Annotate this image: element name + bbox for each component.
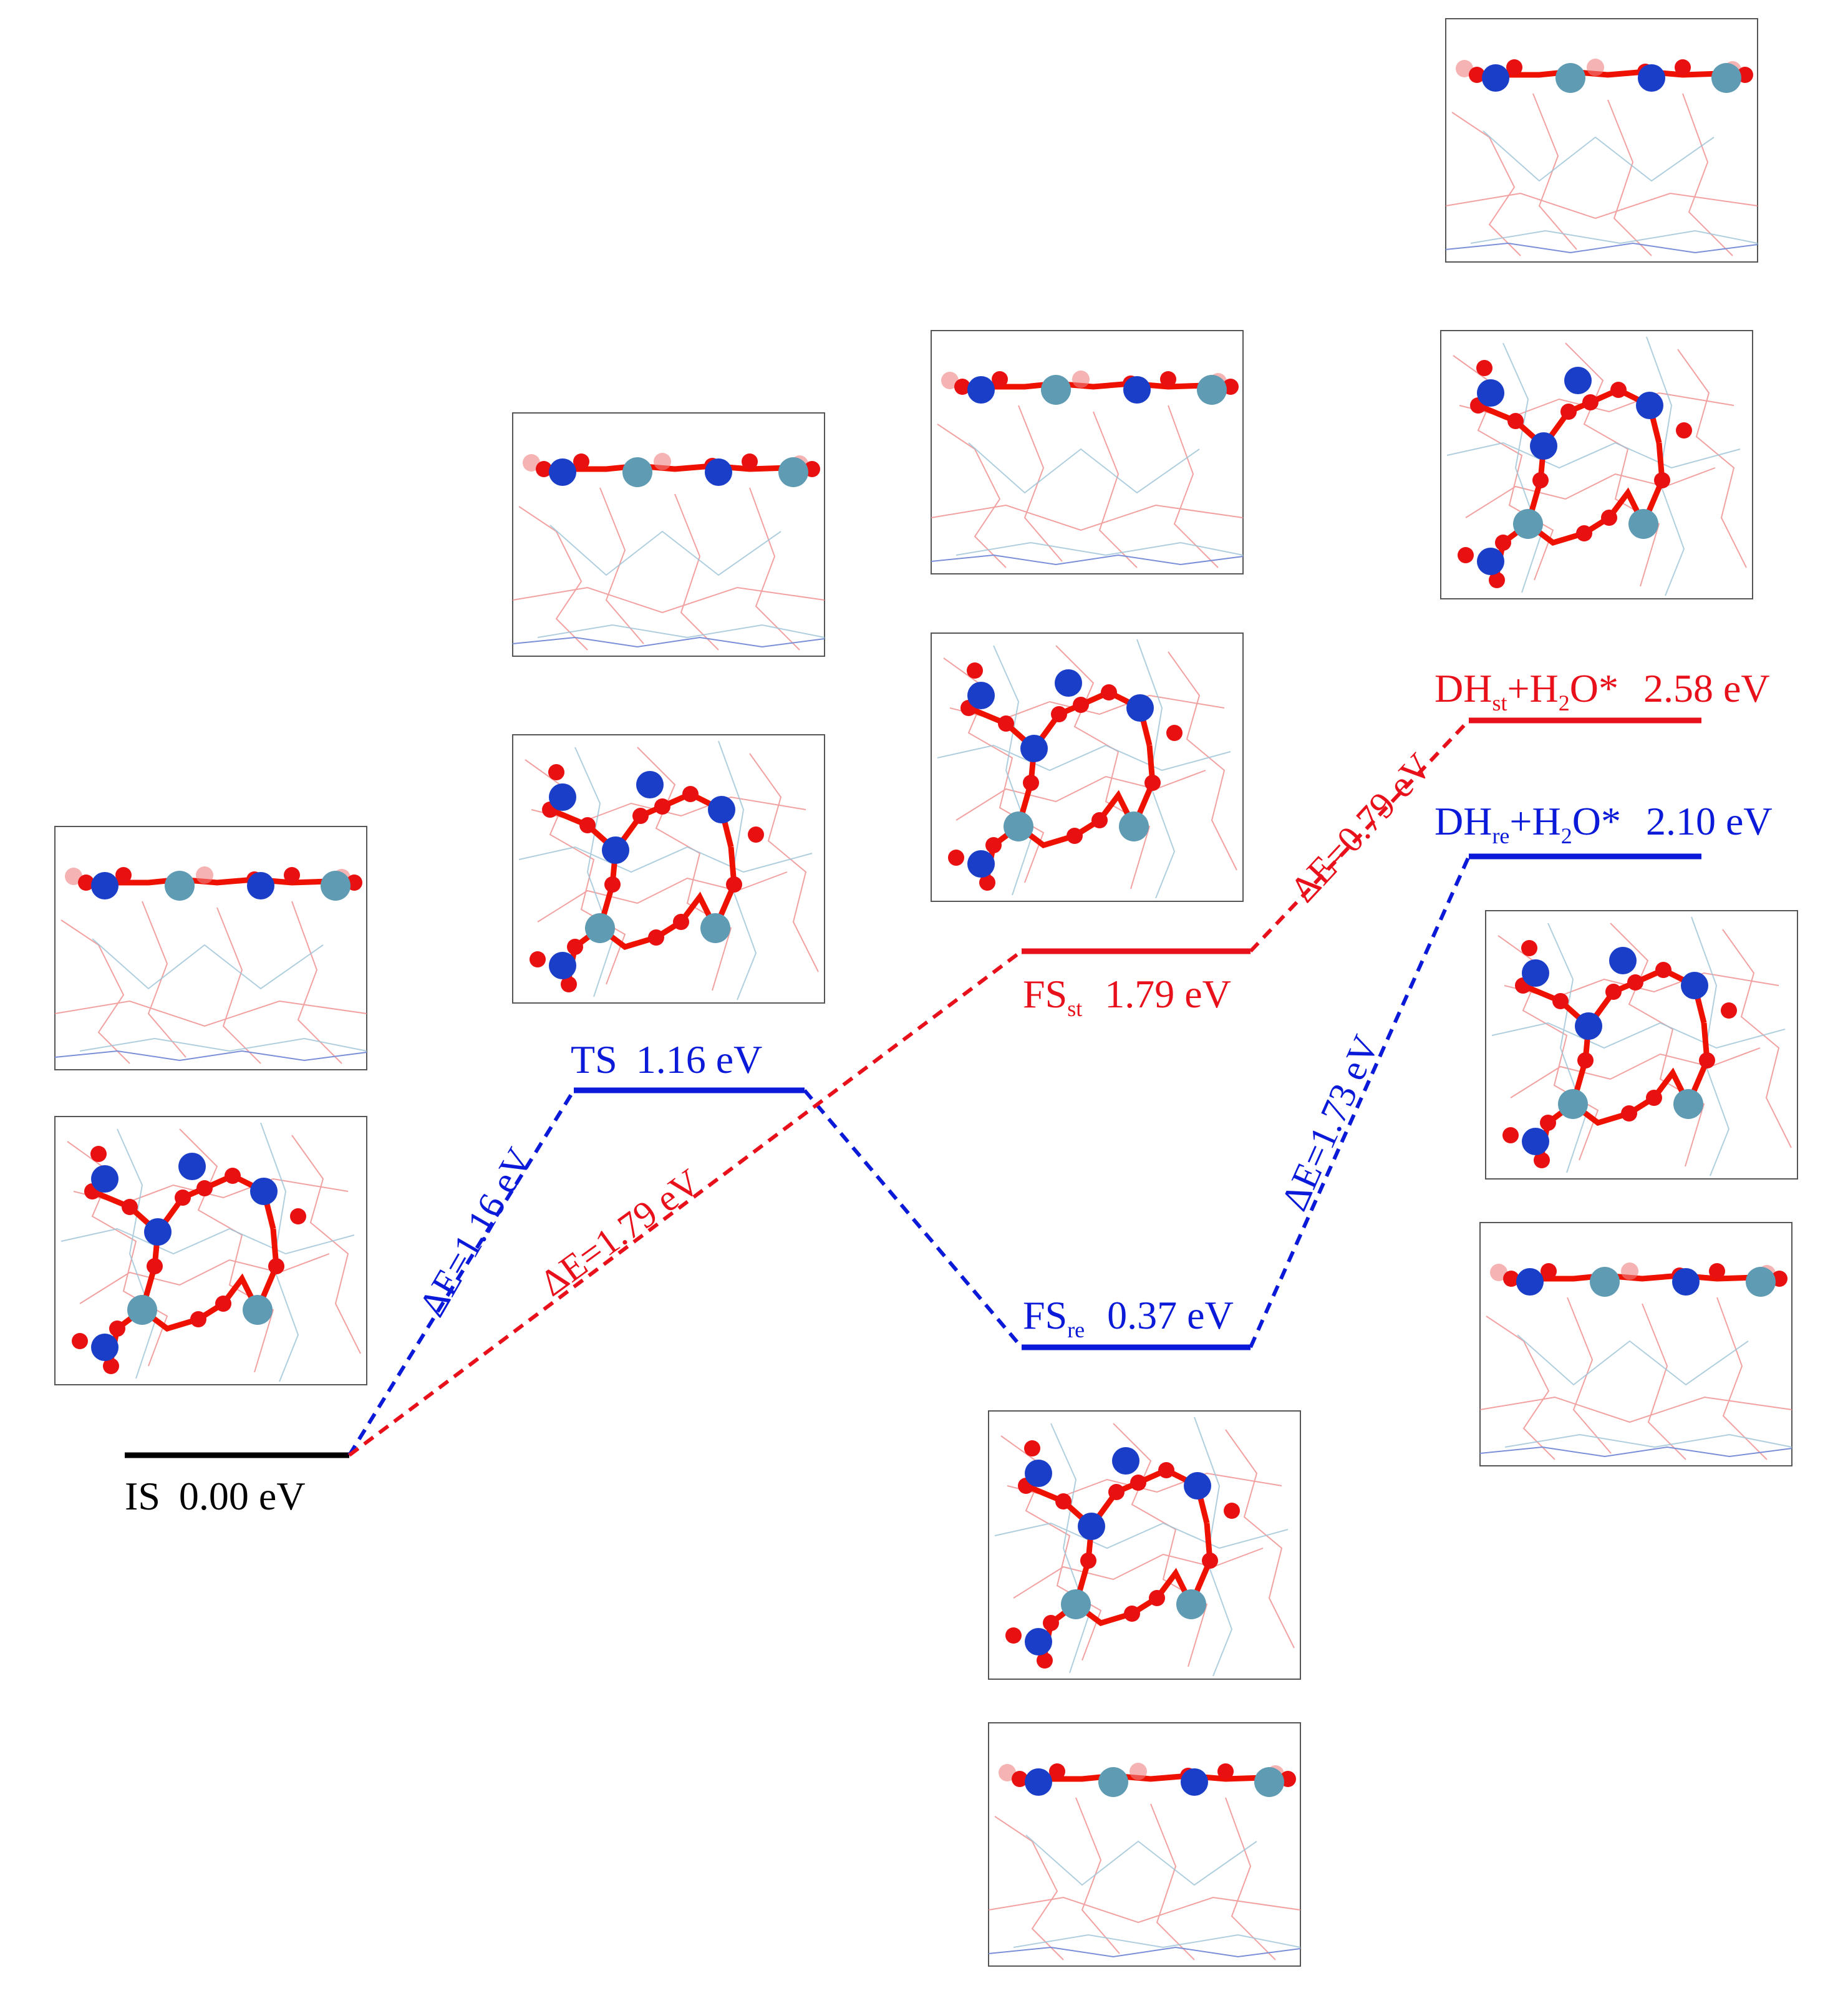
dh-st-side-view [1446,19,1758,262]
ts-side-view [513,413,825,656]
barrier-fs-st-dh-st: ΔE=0.79 eV [1282,745,1439,910]
is-fs-st-connector [348,949,1023,1457]
ts-top-view [513,735,825,1003]
barrier-is-fs-st: ΔE=1.79 eV [533,1161,708,1304]
dh-re-top-view [1486,911,1797,1179]
fs-st-side-view [931,331,1243,574]
is-top-view [55,1117,367,1385]
barrier-fs-re-dh-re: ΔE=1.73 eV [1274,1029,1387,1216]
fs-st-dh-st-connector [1249,719,1471,953]
dh-st-label: DHst+H2O*2.58 eV [1434,666,1770,715]
ts-fs-re-connector [803,1089,1023,1349]
fs-re-top-view [989,1411,1300,1679]
dh-re-label: DHre+H2O*2.10 eV [1434,799,1773,848]
fs-re-dh-re-connector [1249,855,1471,1349]
is-side-view [55,826,367,1070]
fs-re-side-view [989,1723,1300,1966]
barrier-is-ts: ΔE=1.16 eV [411,1141,540,1324]
is-ts-connector [347,1089,576,1456]
dh-st-top-view [1441,331,1753,599]
dh-re-side-view [1480,1223,1792,1466]
fs-st-top-view [931,633,1243,901]
